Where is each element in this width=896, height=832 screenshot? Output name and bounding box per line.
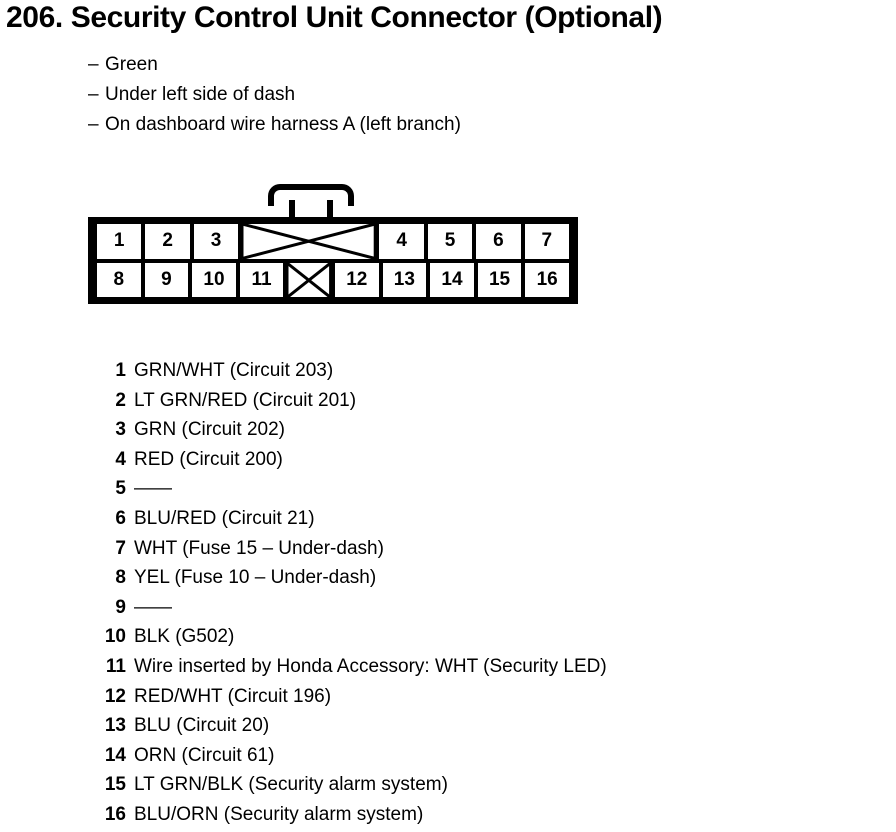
pin-description: GRN (Circuit 202) — [134, 419, 285, 441]
connector-blocked-cavity — [287, 262, 331, 298]
connector-cavity: 8 — [97, 262, 141, 297]
connector-body: 1 2 3 4 5 6 7 8 9 10 11 — [88, 217, 578, 304]
list-item: 1 GRN/WHT (Circuit 203) — [96, 356, 607, 386]
list-item: – On dashboard wire harness A (left bran… — [88, 110, 461, 140]
connector-cavity: 1 — [97, 224, 142, 259]
list-item: 6 BLU/RED (Circuit 21) — [96, 504, 607, 534]
list-item-label: Under left side of dash — [105, 84, 296, 105]
connector-cavity: 5 — [427, 224, 473, 259]
pin-description: ORN (Circuit 61) — [134, 744, 275, 766]
pin-number: 6 — [115, 507, 126, 529]
connector-blocked-cavity-wide — [242, 224, 376, 259]
pin-description: RED (Circuit 200) — [134, 448, 283, 470]
pin-description: BLU (Circuit 20) — [134, 715, 270, 737]
pin-assignment-list: 1 GRN/WHT (Circuit 203) 2 LT GRN/RED (Ci… — [96, 356, 607, 830]
pin-description: Wire inserted by Honda Accessory: WHT (S… — [134, 655, 607, 677]
x-cross-icon — [242, 224, 375, 259]
pin-description: RED/WHT (Circuit 196) — [134, 685, 332, 707]
pin-number: 8 — [115, 567, 126, 589]
pin-number: 4 — [115, 448, 126, 470]
connector-cavity: 9 — [144, 262, 189, 297]
pin-number: 13 — [104, 715, 126, 737]
connector-cavity: 15 — [477, 262, 522, 297]
connector-cavity: 11 — [239, 262, 284, 297]
pin-description: —— — [134, 478, 172, 500]
pin-description: WHT (Fuse 15 – Under-dash) — [134, 537, 384, 559]
pin-description: —— — [134, 596, 172, 618]
connector-cavity: 12 — [334, 262, 379, 297]
pin-number: 3 — [115, 419, 126, 441]
list-item-label: On dashboard wire harness A (left branch… — [105, 114, 461, 135]
connector-cavity: 2 — [145, 224, 190, 259]
pin-description: BLU/RED (Circuit 21) — [134, 507, 315, 529]
connector-cavity: 6 — [476, 224, 521, 259]
list-item: 14 ORN (Circuit 61) — [96, 741, 607, 771]
connector-cavity: 13 — [382, 262, 427, 297]
list-item: 12 RED/WHT (Circuit 196) — [96, 682, 607, 712]
connector-bottom-row: 8 9 10 11 12 13 14 15 16 — [95, 262, 571, 298]
dash-bullet-icon: – — [88, 114, 99, 135]
pin-number: 1 — [115, 360, 126, 381]
pin-number: 10 — [104, 626, 126, 648]
connector-cavity: 7 — [524, 224, 570, 259]
list-item: 3 GRN (Circuit 202) — [96, 415, 607, 445]
pin-number: 16 — [104, 803, 126, 825]
pin-description: BLU/ORN (Security alarm system) — [134, 803, 424, 825]
list-item: 13 BLU (Circuit 20) — [96, 711, 607, 741]
connector-cavity: 10 — [192, 262, 236, 297]
list-item: 4 RED (Circuit 200) — [96, 445, 607, 475]
connector-top-row: 1 2 3 4 5 6 7 — [95, 224, 571, 263]
pin-number: 12 — [104, 685, 126, 707]
list-item: 16 BLU/ORN (Security alarm system) — [96, 800, 607, 830]
list-item: 10 BLK (G502) — [96, 622, 607, 652]
list-item: 7 WHT (Fuse 15 – Under-dash) — [96, 534, 607, 564]
pin-number: 2 — [115, 389, 126, 411]
list-item: – Green — [88, 50, 461, 80]
dash-bullet-icon: – — [88, 84, 99, 105]
page-title: 206. Security Control Unit Connector (Op… — [6, 1, 663, 34]
description-list: – Green – Under left side of dash – On d… — [88, 50, 461, 140]
pin-number: 15 — [104, 774, 126, 796]
list-item: 11 Wire inserted by Honda Accessory: WHT… — [96, 652, 607, 682]
connector-cavity: 4 — [379, 224, 424, 259]
x-cross-icon — [287, 263, 331, 298]
list-item: 15 LT GRN/BLK (Security alarm system) — [96, 770, 607, 800]
connector-cavity: 16 — [525, 262, 569, 297]
connector-diagram: 1 2 3 4 5 6 7 8 9 10 11 — [88, 184, 588, 304]
connector-cavity: 14 — [430, 262, 474, 297]
pin-description: BLK (G502) — [134, 626, 235, 648]
pin-number: 9 — [115, 596, 126, 618]
pin-number: 11 — [105, 655, 126, 677]
list-item: 9 —— — [96, 593, 607, 623]
pin-description: YEL (Fuse 10 – Under-dash) — [134, 567, 377, 589]
list-item: – Under left side of dash — [88, 80, 461, 110]
pin-description: LT GRN/RED (Circuit 201) — [134, 389, 357, 411]
pin-description: LT GRN/BLK (Security alarm system) — [134, 774, 448, 796]
pin-number: 5 — [115, 478, 126, 500]
connector-cavity: 3 — [193, 224, 239, 259]
list-item: 8 YEL (Fuse 10 – Under-dash) — [96, 563, 607, 593]
pin-description: GRN/WHT (Circuit 203) — [134, 360, 334, 381]
list-item: 2 LT GRN/RED (Circuit 201) — [96, 386, 607, 416]
pin-number: 14 — [104, 744, 126, 766]
list-item-label: Green — [105, 54, 158, 75]
dash-bullet-icon: – — [88, 54, 99, 75]
pin-number: 7 — [115, 537, 126, 559]
latch-cap-shape — [268, 184, 354, 206]
list-item: 5 —— — [96, 474, 607, 504]
